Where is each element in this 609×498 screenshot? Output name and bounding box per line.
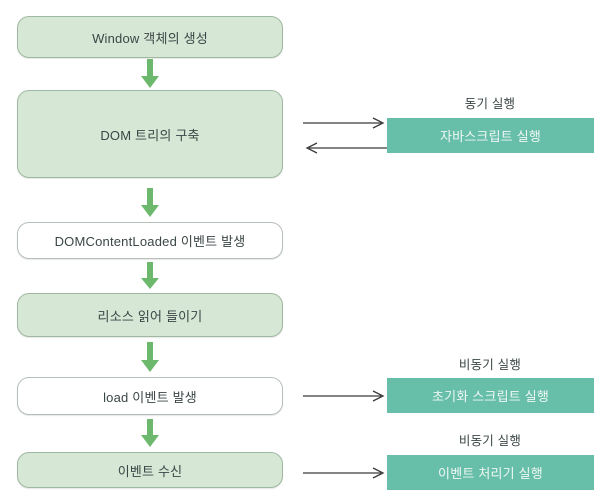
- flow-node-load-event[interactable]: load 이벤트 발생: [17, 377, 283, 415]
- side-caption-async-handler: 비동기 실행: [458, 434, 522, 448]
- side-caption-sync: 동기 실행: [464, 97, 516, 111]
- arrow-right-to-javascript: [303, 116, 387, 130]
- side-box-event-handler-execution[interactable]: 이벤트 처리기 실행: [387, 455, 594, 490]
- flow-node-window-creation[interactable]: Window 객체의 생성: [17, 16, 283, 58]
- flow-node-domcontentloaded[interactable]: DOMContentLoaded 이벤트 발생: [17, 222, 283, 259]
- down-arrow-icon: [138, 419, 162, 448]
- down-arrow-icon: [138, 59, 162, 89]
- flow-node-event-receive[interactable]: 이벤트 수신: [17, 452, 283, 488]
- flow-node-label: Window 객체의 생성: [92, 30, 208, 46]
- side-caption-async-init: 비동기 실행: [458, 358, 522, 372]
- down-arrow-icon: [138, 342, 162, 373]
- flow-node-dom-tree[interactable]: DOM 트리의 구축: [17, 90, 283, 178]
- side-box-label: 자바스크립트 실행: [439, 129, 542, 144]
- flow-node-label: DOM 트리의 구축: [100, 127, 200, 143]
- arrow-left-from-javascript: [303, 141, 387, 155]
- flow-node-resource-load[interactable]: 리소스 읽어 들이기: [17, 293, 283, 337]
- flow-node-label: load 이벤트 발생: [103, 389, 197, 405]
- arrow-right-to-event-handler: [303, 466, 387, 480]
- flow-node-label: DOMContentLoaded 이벤트 발생: [54, 234, 246, 249]
- side-box-label: 초기화 스크립트 실행: [431, 389, 550, 404]
- side-box-init-script-execution[interactable]: 초기화 스크립트 실행: [387, 378, 594, 413]
- side-box-label: 이벤트 처리기 실행: [438, 466, 543, 481]
- down-arrow-icon: [138, 262, 162, 290]
- side-box-javascript-execution[interactable]: 자바스크립트 실행: [387, 118, 594, 153]
- arrow-right-to-init-script: [303, 389, 387, 403]
- down-arrow-icon: [138, 188, 162, 218]
- flow-node-label: 이벤트 수신: [117, 463, 183, 479]
- flow-node-label: 리소스 읽어 들이기: [97, 308, 203, 324]
